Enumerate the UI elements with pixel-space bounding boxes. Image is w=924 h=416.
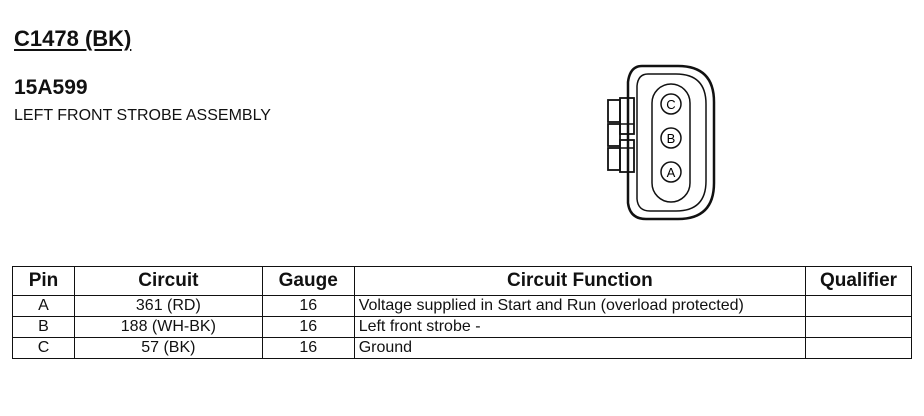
- component-description: LEFT FRONT STROBE ASSEMBLY: [14, 107, 271, 124]
- pin-b-label: B: [667, 131, 676, 146]
- cell-function: Ground: [353, 337, 807, 359]
- cell-qualifier: [805, 295, 912, 317]
- connector-id-title: C1478 (BK): [14, 26, 132, 51]
- cell-function: Voltage supplied in Start and Run (overl…: [353, 295, 807, 317]
- latch-block-top: [619, 97, 635, 135]
- cell-circuit: 361 (RD): [73, 295, 263, 317]
- cell-circuit: 188 (WH-BK): [73, 316, 263, 338]
- header-circuit-function: Circuit Function: [353, 266, 807, 296]
- table-row: B 188 (WH-BK) 16 Left front strobe -: [12, 316, 912, 338]
- cell-gauge: 16: [261, 295, 355, 317]
- cell-circuit: 57 (BK): [73, 337, 263, 359]
- locking-tab-top: [607, 99, 621, 123]
- header-circuit: Circuit: [73, 266, 263, 296]
- table-header-row: Pin Circuit Gauge Circuit Function Quali…: [12, 266, 912, 296]
- locking-tab-bottom: [607, 147, 621, 171]
- header-qualifier: Qualifier: [805, 266, 912, 296]
- cell-pin: A: [12, 295, 75, 317]
- latch-block-bottom: [619, 139, 635, 173]
- table-row: C 57 (BK) 16 Ground: [12, 337, 912, 359]
- connector-outer-shell: [626, 64, 716, 221]
- cell-gauge: 16: [261, 337, 355, 359]
- header-pin: Pin: [12, 266, 75, 296]
- pin-table: Pin Circuit Gauge Circuit Function Quali…: [12, 266, 912, 359]
- cell-gauge: 16: [261, 316, 355, 338]
- part-number: 15A599: [14, 76, 88, 99]
- pin-b-circle: [660, 127, 682, 149]
- cell-qualifier: [805, 316, 912, 338]
- cell-pin: C: [12, 337, 75, 359]
- connector-inner-shell: [636, 73, 707, 212]
- pin-cavity: [651, 83, 691, 203]
- pin-c-label: C: [666, 97, 675, 112]
- pin-a-label: A: [667, 165, 676, 180]
- cell-function: Left front strobe -: [353, 316, 807, 338]
- connector-face-icon: C B A: [607, 64, 716, 221]
- cell-qualifier: [805, 337, 912, 359]
- pin-c-circle: [660, 93, 682, 115]
- header-gauge: Gauge: [261, 266, 355, 296]
- pin-a-circle: [660, 161, 682, 183]
- cell-pin: B: [12, 316, 75, 338]
- locking-tab-middle: [607, 123, 621, 147]
- table-row: A 361 (RD) 16 Voltage supplied in Start …: [12, 295, 912, 317]
